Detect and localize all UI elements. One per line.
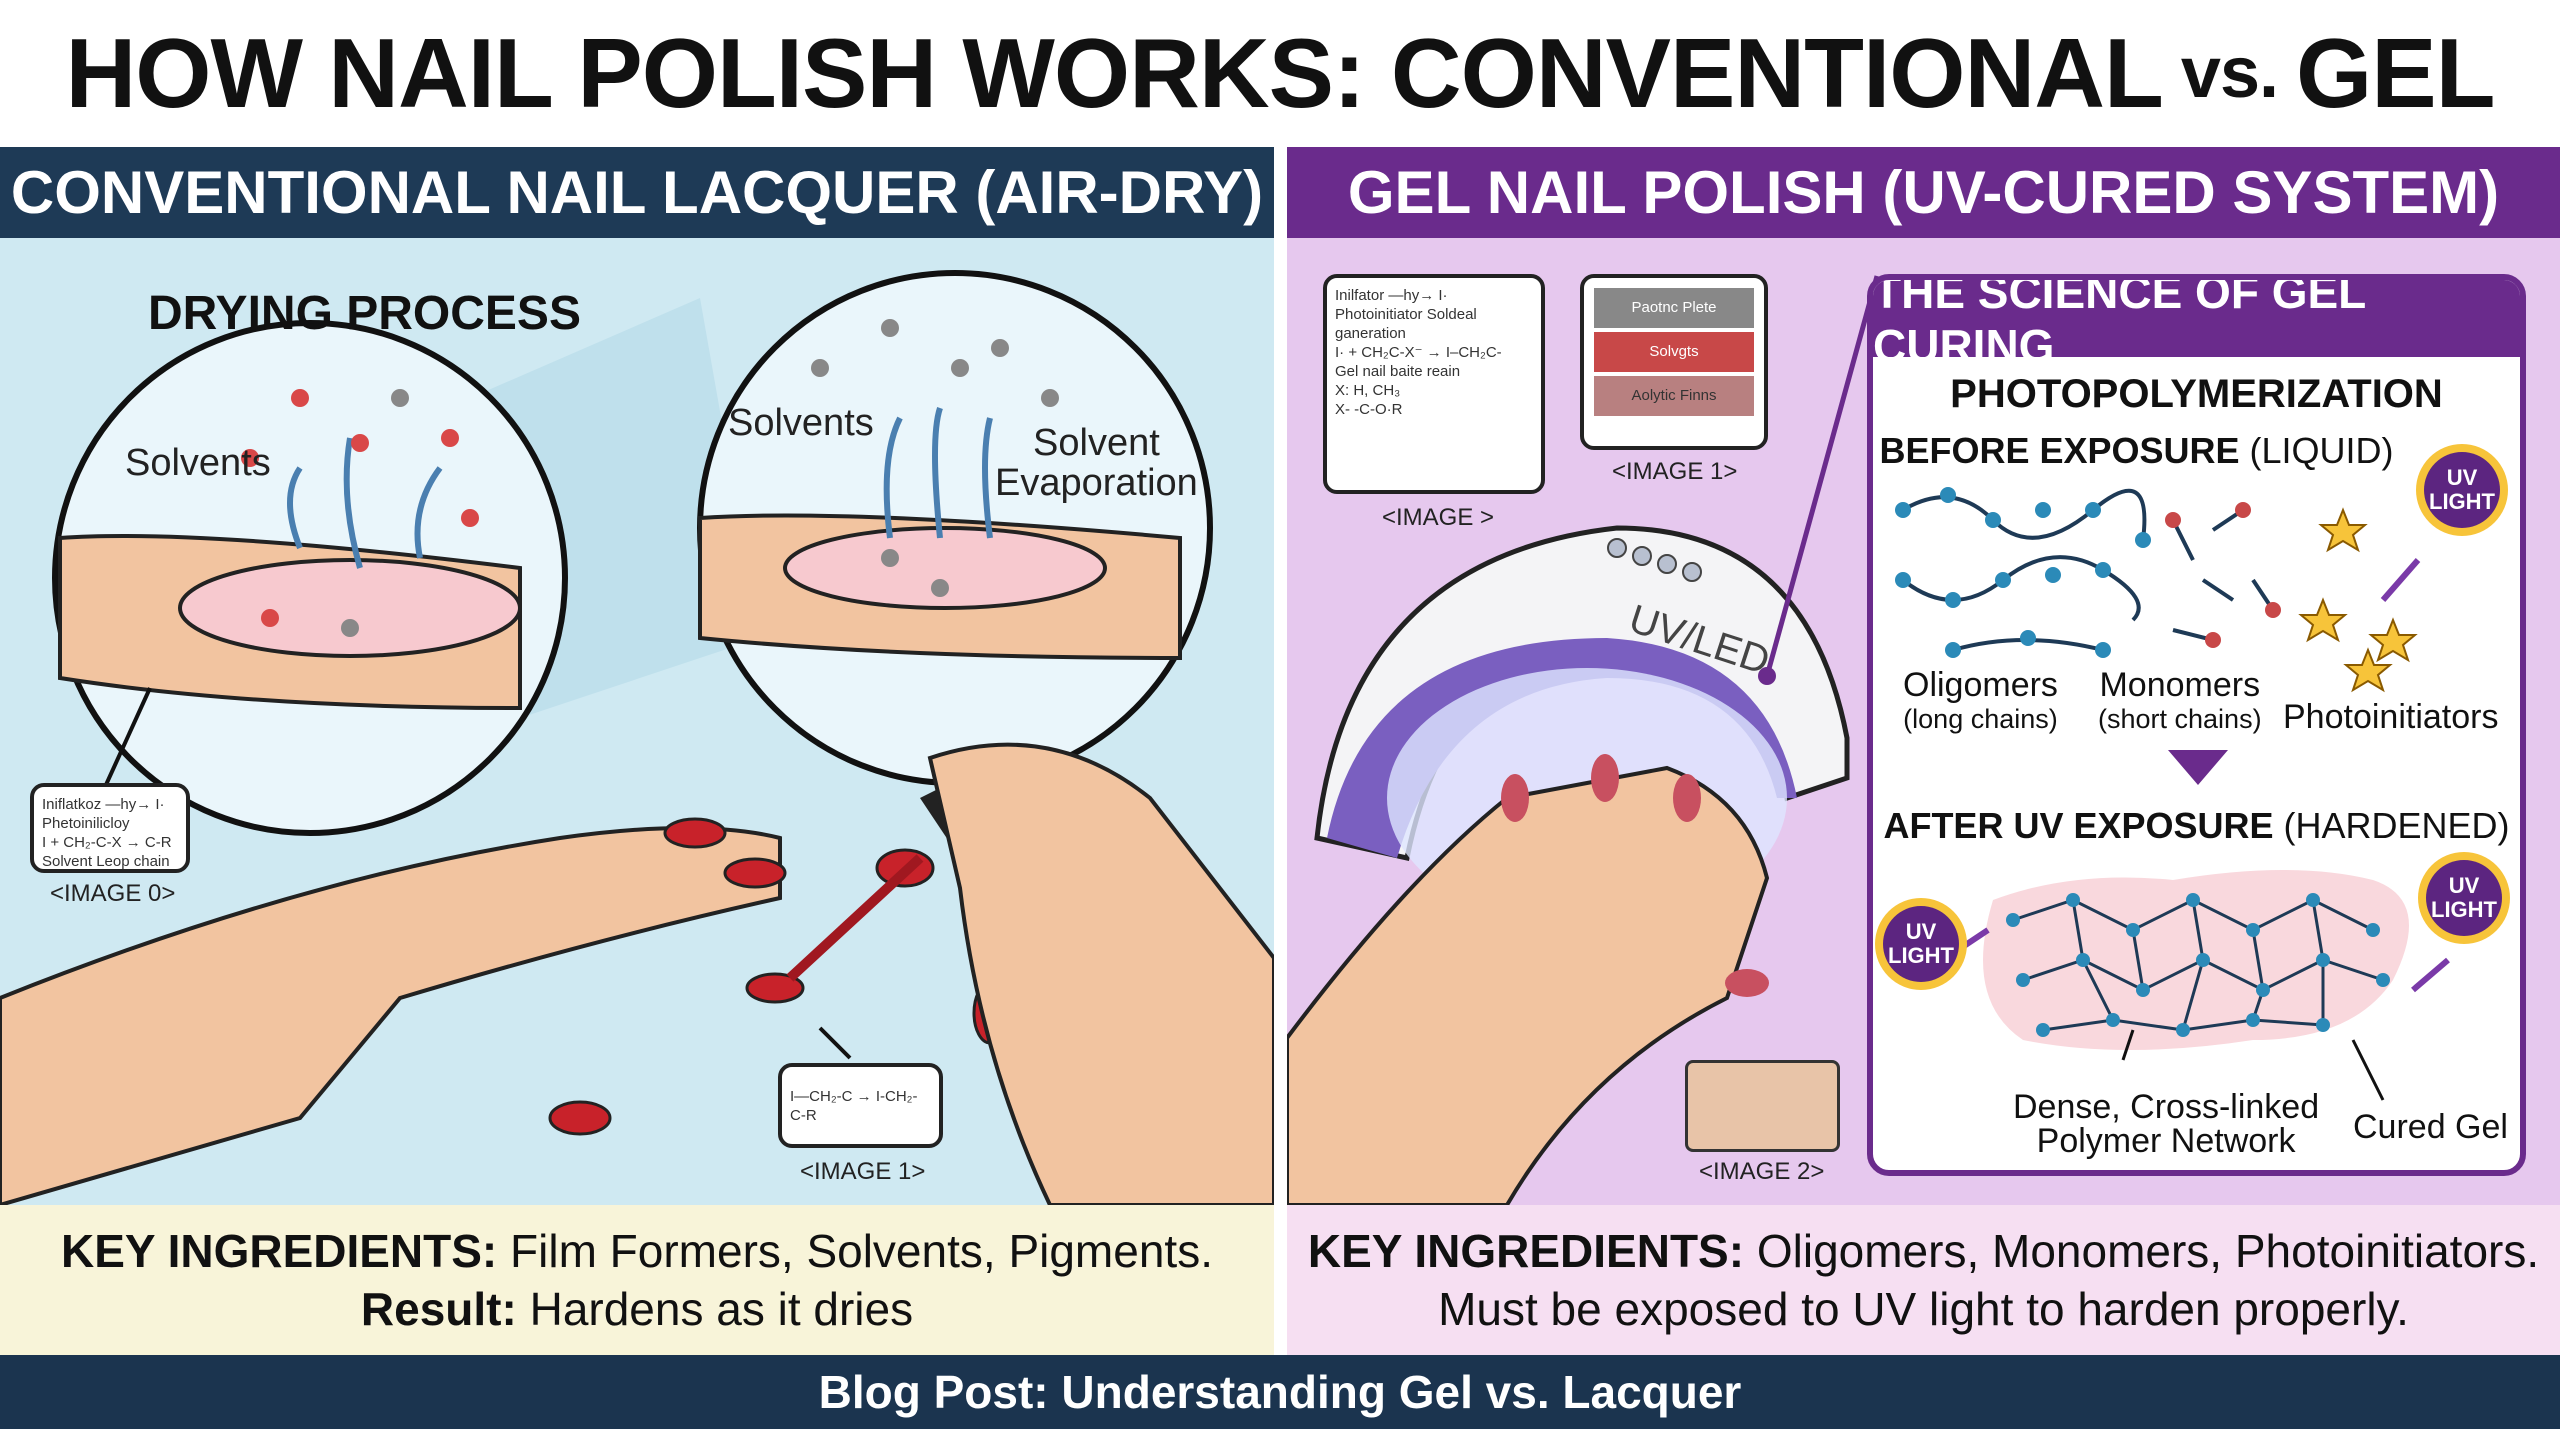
layer-plate: Paotnc Plete xyxy=(1594,288,1754,328)
monomers-text: Monomers xyxy=(2099,666,2261,704)
key-label: KEY INGREDIENTS: xyxy=(1307,1225,1745,1277)
thumb-line: X: H, CH₃ xyxy=(1335,382,1401,399)
monomers-sub: (short chains) xyxy=(2098,704,2262,734)
zoom-solvents-label: Solvents xyxy=(728,402,874,444)
thumb-line: Iniflatkoz —hy→ I· xyxy=(42,796,165,813)
image0-caption: <IMAGE 0> xyxy=(50,880,176,907)
zoom-nail xyxy=(783,526,1107,610)
layer-films: Aolytic Finns xyxy=(1594,376,1754,416)
key-text: Oligomers, Monomers, Photoinitiators. xyxy=(1744,1225,2540,1277)
wet-nail xyxy=(178,558,522,658)
photoinitiator-stars xyxy=(2298,507,2418,693)
conventional-illustration xyxy=(0,270,1274,1205)
down-arrow xyxy=(2168,750,2228,785)
gel-image1-thumbnail: Paotnc Plete Solvgts Aolytic Finns xyxy=(1580,274,1768,450)
gel-header: GEL NAIL POLISH (UV-CURED SYSTEM) xyxy=(1287,147,2560,238)
uv-arrows xyxy=(1956,558,2450,993)
image1-thumbnail: I—CH₂-C → I-CH₂-C-R xyxy=(778,1063,943,1148)
result-label: Result: xyxy=(360,1283,517,1335)
title-vs: vs. xyxy=(2180,33,2279,113)
science-box: THE SCIENCE OF GEL CURING PHOTOPOLYMERIZ… xyxy=(1867,274,2526,1176)
pointer-line xyxy=(98,687,152,799)
photopolymerization-title: PHOTOPOLYMERIZATION xyxy=(1950,372,2443,416)
thumb-line: Phetoinilicloy xyxy=(42,815,130,832)
network-nodes xyxy=(2006,893,2390,1037)
gel-image-thumbnail: Inilfator —hy→ I· Photoinitiator Soldeal … xyxy=(1323,274,1545,494)
uv-light-badge: UV LIGHT xyxy=(1883,906,1959,982)
after-rest: (HARDENED) xyxy=(2273,805,2510,846)
uv-light-badge: UV LIGHT xyxy=(2426,860,2502,936)
monomer-beads xyxy=(2165,502,2281,648)
thumb-line: Solvent Leop chain xyxy=(42,853,170,870)
before-bold: BEFORE EXPOSURE xyxy=(1879,430,2240,471)
solvent-particles xyxy=(241,319,1059,637)
thumb-line: Inilfator —hy→ I· xyxy=(1335,287,1448,304)
molecule-diagram xyxy=(1895,487,2450,1101)
before-rest: (LIQUID) xyxy=(2239,430,2394,471)
title-main: HOW NAIL POLISH WORKS: CONVENTIONAL xyxy=(65,17,2164,128)
after-exposure-label: AFTER UV EXPOSURE (HARDENED) xyxy=(1873,805,2520,847)
gel-image2-caption: <IMAGE 2> xyxy=(1699,1158,1825,1185)
thumb-line: I· + CH₂C-X⁻ → I–CH₂C- xyxy=(1335,344,1502,361)
pointer-line-2 xyxy=(818,1026,852,1060)
gel-image1-caption: <IMAGE 1> xyxy=(1612,458,1738,485)
oligomers-sub: (long chains) xyxy=(1903,704,2058,734)
image1-caption: <IMAGE 1> xyxy=(800,1158,926,1185)
gel-image2-thumbnail xyxy=(1685,1060,1840,1152)
title-end: GEL xyxy=(2296,17,2495,128)
lamp-buttons xyxy=(1607,538,1702,582)
callout-dot xyxy=(1758,667,1776,685)
panel-divider xyxy=(1274,147,1287,1355)
polish-brush xyxy=(786,854,924,982)
photoinitiators-label: Photoinitiators xyxy=(2283,698,2499,736)
gel-nails xyxy=(1501,754,1769,997)
key-line: KEY INGREDIENTS: Film Formers, Solvents,… xyxy=(61,1222,1213,1280)
conventional-key-ingredients: KEY INGREDIENTS: Film Formers, Solvents,… xyxy=(0,1205,1274,1355)
callout-line xyxy=(1764,275,1880,677)
key-line: KEY INGREDIENTS: Oligomers, Monomers, Ph… xyxy=(1308,1222,2539,1280)
network-label: Dense, Cross-linked Polymer Network xyxy=(2013,1088,2320,1160)
thumb-line: Photoinitiator Soldeal ganeration xyxy=(1335,306,1477,342)
gel-image-caption: <IMAGE > xyxy=(1382,504,1495,531)
conventional-header: CONVENTIONAL NAIL LACQUER (AIR-DRY) xyxy=(0,147,1274,238)
gel-key-ingredients: KEY INGREDIENTS: Oligomers, Monomers, Ph… xyxy=(1287,1205,2560,1355)
cured-pointer xyxy=(2351,1039,2385,1101)
oligomers-text: Oligomers xyxy=(1903,666,2058,704)
thumb-line: I + CH₂-C-X → C-R xyxy=(42,834,172,851)
evaporation-label: Solvent Evaporation xyxy=(995,422,1198,504)
after-bold: AFTER UV EXPOSURE xyxy=(1883,805,2274,846)
holding-hand xyxy=(927,742,1274,1205)
footer-blog-link: Blog Post: Understanding Gel vs. Lacquer xyxy=(0,1355,2560,1429)
oligomer-beads xyxy=(1895,487,2151,658)
gel-illustration xyxy=(1287,275,1880,1205)
thumb-line: Gel nail baite reain xyxy=(1335,363,1461,380)
monomers xyxy=(2171,508,2275,642)
uv-light-badge: UV LIGHT xyxy=(2424,452,2500,528)
network-pointer xyxy=(2121,1029,2135,1061)
result-text: Hardens as it dries xyxy=(516,1283,914,1335)
key-label: KEY INGREDIENTS: xyxy=(61,1225,498,1277)
monomers-label: Monomers(short chains) xyxy=(2098,668,2262,736)
solvents-label: Solvents xyxy=(125,442,271,484)
thumb-line: I—CH₂-C → I-CH₂-C-R xyxy=(790,1087,918,1124)
result-line: Result: Hardens as it dries xyxy=(361,1280,913,1338)
layer-solvents: Solvgts xyxy=(1594,332,1754,372)
drying-process-title: DRYING PROCESS xyxy=(148,287,581,340)
gel-hand xyxy=(1287,765,1770,1205)
key-text: Film Formers, Solvents, Pigments. xyxy=(497,1225,1213,1277)
evaporation-arrows xyxy=(287,407,993,569)
lamp-inner xyxy=(1327,638,1797,858)
cured-gel-label: Cured Gel xyxy=(2353,1108,2508,1146)
thumb-line: X- -C-O·R xyxy=(1335,401,1403,418)
uv-requirement-line: Must be exposed to UV light to harden pr… xyxy=(1438,1283,2409,1335)
before-exposure-label: BEFORE EXPOSURE (LIQUID) xyxy=(1873,430,2460,472)
conventional-panel: DRYING PROCESS Solvents Solvents Solvent… xyxy=(0,238,1274,1205)
oligomers-label: Oligomers(long chains) xyxy=(1903,668,2058,736)
image0-thumbnail: Iniflatkoz —hy→ I· Phetoinilicloy I + CH₂-… xyxy=(30,783,190,873)
